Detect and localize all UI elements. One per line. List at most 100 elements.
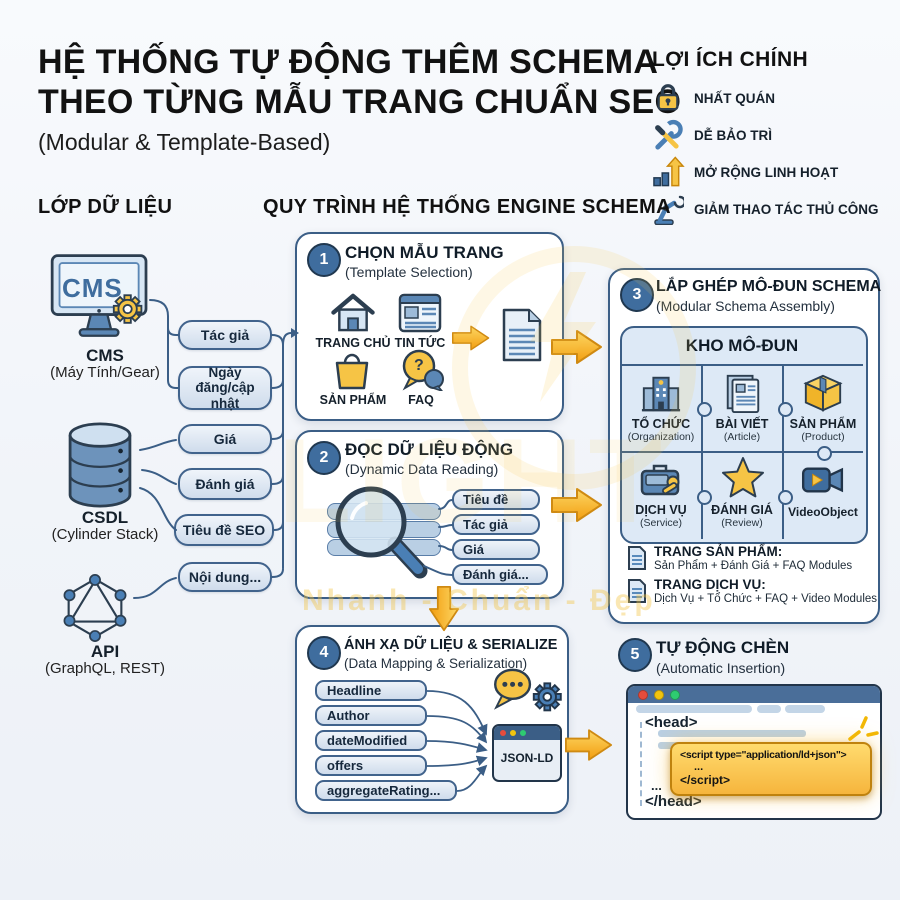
module-sub: (Review) — [721, 517, 763, 529]
data-field-pill: Giá — [178, 424, 272, 454]
red-dot-icon — [500, 730, 506, 736]
script-open-tag: <script type="application/ld+json"> — [680, 749, 847, 761]
browser-toolbar-pill — [757, 705, 781, 713]
api-label: API — [90, 642, 120, 661]
page-title: HỆ THỐNG TỰ ĐỘNG THÊM SCHEMA THEO TỪNG M… — [38, 42, 681, 156]
chat-gear-icon — [493, 668, 562, 712]
module-name: ĐÁNH GIÁ — [711, 503, 773, 517]
api-sublabel: (GraphQL, REST) — [44, 660, 166, 677]
csdl-sublabel: (Cylinder Stack) — [51, 526, 159, 543]
benefit-label-4: GIẢM THAO TÁC THỦ CÔNG — [694, 202, 879, 217]
script-highlight-box: <script type="application/ld+json"> ... … — [670, 742, 872, 796]
read-field-pill: Tiêu đề — [452, 489, 540, 510]
browser-toolbar-pill — [636, 705, 752, 713]
database-icon — [68, 422, 132, 508]
read-field-pill: Tác giả — [452, 514, 540, 535]
api-network-icon — [63, 574, 127, 642]
map-field-pill: dateModified — [315, 730, 427, 751]
grid-divider — [621, 364, 863, 366]
green-dot-icon — [670, 689, 680, 700]
step1-number: 1 — [307, 243, 341, 277]
browser-titlebar — [628, 686, 880, 703]
arrow-step4-to-step5 — [565, 729, 613, 761]
json-ld-label: JSON-LD — [500, 751, 554, 765]
video-icon — [801, 467, 844, 493]
magnifier-icon — [335, 486, 428, 579]
product-box-icon — [803, 374, 843, 412]
data-field-pill: Tiêu đề SEO — [174, 514, 274, 546]
puzzle-nub — [778, 490, 793, 505]
warehouse-title: KHO MÔ-ĐUN — [685, 336, 799, 355]
step2-title: ĐỌC DỮ LIỆU ĐỘNG — [345, 440, 514, 459]
cms-sublabel: (Máy Tính/Gear) — [50, 364, 160, 381]
review-star-icon — [722, 457, 764, 498]
benefit-label-3: MỞ RỘNG LINH HOẠT — [694, 165, 839, 180]
benefits-title: LỢI ÍCH CHÍNH — [652, 48, 809, 71]
news-icon — [398, 293, 442, 333]
arrow-step2-to-step3 — [551, 488, 602, 522]
document-icon — [502, 308, 542, 362]
template-label: FAQ — [408, 393, 434, 407]
head-open-tag: <head> — [645, 714, 698, 731]
map-field-pill: Headline — [315, 680, 427, 701]
process-title: QUY TRÌNH HỆ THỐNG ENGINE SCHEMA — [263, 196, 672, 218]
title-line1: HỆ THỐNG TỰ ĐỘNG THÊM SCHEMA — [38, 43, 659, 81]
step5-title: TỰ ĐỘNG CHÈN — [656, 638, 790, 657]
browser-toolbar-pill — [785, 705, 825, 713]
yellow-dot-icon — [654, 689, 664, 700]
robot-arm-icon — [654, 195, 684, 225]
tools-icon — [655, 119, 683, 150]
script-body-ellipsis: ... — [694, 761, 704, 773]
title-subtitle: (Modular & Template-Based) — [38, 129, 331, 156]
page-icon — [628, 546, 646, 570]
module-sub: (Product) — [801, 431, 845, 443]
puzzle-nub — [778, 402, 793, 417]
step4-subtitle: (Data Mapping & Serialization) — [344, 656, 528, 671]
csdl-label: CSDL — [81, 508, 129, 527]
sparkle-icon — [848, 716, 879, 741]
step1-subtitle: (Template Selection) — [345, 264, 473, 280]
service-icon — [640, 464, 680, 496]
page-icon — [628, 579, 646, 603]
read-field-pill: Đánh giá... — [452, 564, 548, 585]
map-field-pill: Author — [315, 705, 427, 726]
data-field-pill: Tác giả — [178, 320, 272, 350]
benefit-label-2: DỄ BẢO TRÌ — [694, 128, 773, 143]
arrow-step2-to-step4 — [428, 586, 460, 632]
module-sub: (Article) — [723, 431, 761, 443]
data-field-pill: Nội dung... — [178, 562, 272, 592]
home-icon — [331, 293, 375, 332]
yellow-dot-icon — [510, 730, 516, 736]
arrow-right-icon — [452, 325, 490, 351]
grid-divider — [701, 365, 703, 539]
title-line2: THEO TỪNG MẪU TRANG CHUẨN SEO — [38, 83, 682, 122]
map-field-pill: offers — [315, 755, 427, 776]
json-ld-window: JSON-LD — [492, 724, 562, 782]
green-dot-icon — [520, 730, 526, 736]
code-skeleton-line — [658, 730, 806, 737]
grid-divider — [782, 365, 784, 539]
puzzle-nub — [697, 490, 712, 505]
faq-question-mark: ? — [414, 357, 424, 374]
module-name: DỊCH VỤ — [635, 503, 687, 517]
recipe-title: TRANG DỊCH VỤ: — [654, 577, 766, 592]
grid-divider — [621, 451, 863, 453]
module-name: BÀI VIẾT — [715, 417, 769, 431]
growth-icon — [653, 156, 685, 187]
recipe-title: TRANG SẢN PHẨM: — [654, 544, 783, 559]
step5-subtitle: (Automatic Insertion) — [656, 660, 786, 676]
cms-screen-text: CMS — [62, 273, 123, 303]
arrow-step1-to-step3 — [551, 330, 602, 364]
template-label: TIN TỨC — [394, 336, 446, 350]
cms-monitor-icon — [50, 254, 148, 337]
step1-title: CHỌN MẪU TRANG — [345, 243, 504, 262]
step2-number: 2 — [307, 441, 341, 475]
faq-icon — [402, 349, 444, 391]
cms-label: CMS — [86, 346, 124, 365]
module-name: TỔ CHỨC — [631, 417, 691, 431]
organization-icon — [641, 376, 681, 412]
code-ellipsis: ... — [651, 778, 662, 793]
data-field-pill: Ngày đăng/cập nhật — [178, 365, 272, 411]
puzzle-nub — [697, 402, 712, 417]
